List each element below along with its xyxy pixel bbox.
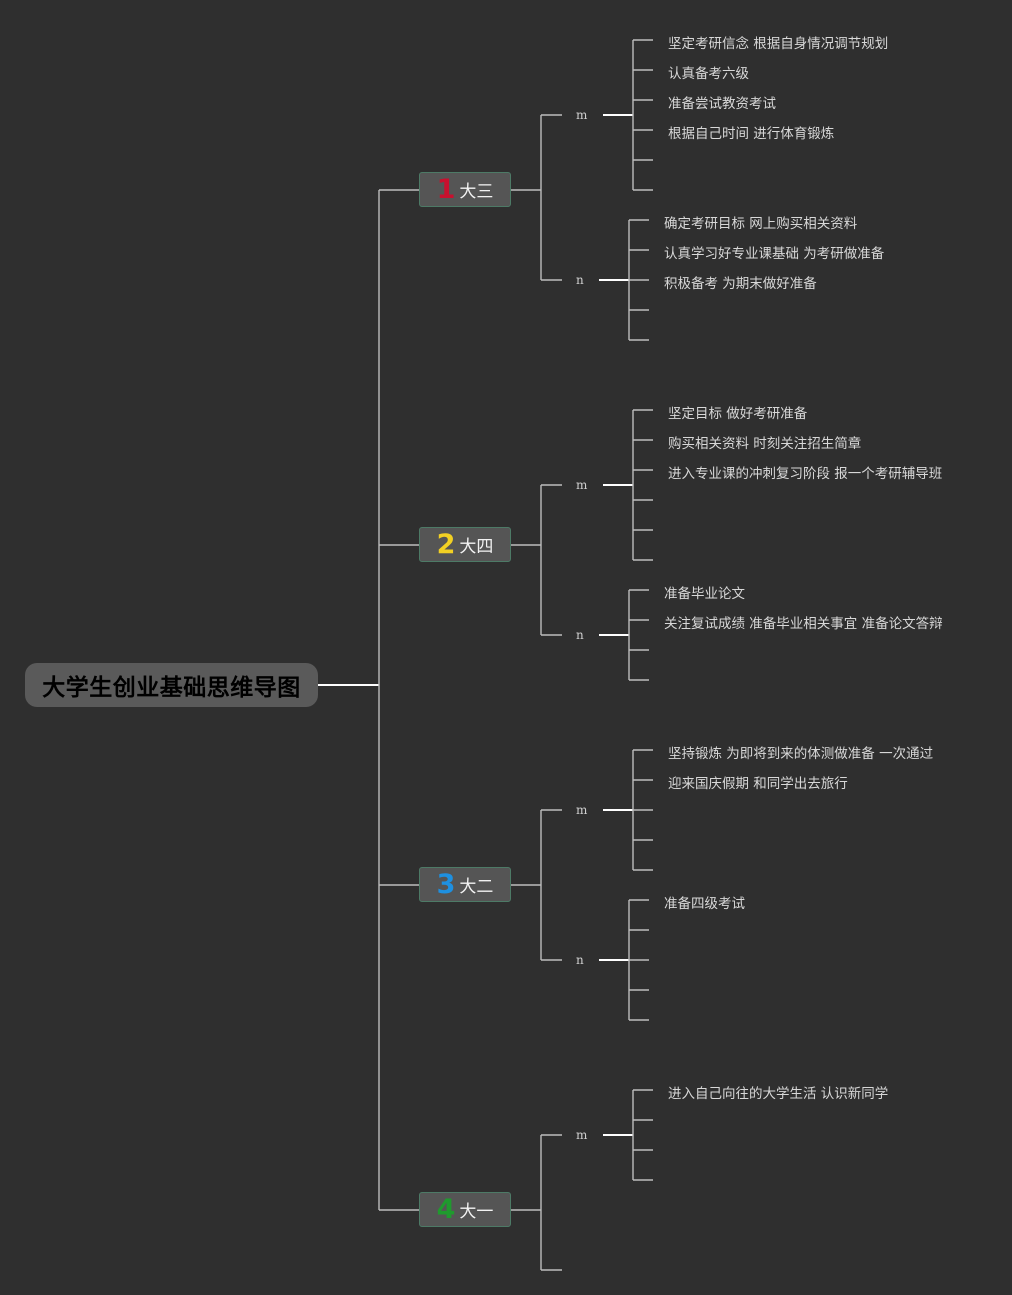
branch-label-3-m[interactable]: m (576, 803, 588, 817)
year-node-4[interactable]: 4 大一 (419, 1192, 511, 1227)
leaf-2-m-1[interactable]: 坚定目标 做好考研准备 (668, 406, 808, 422)
year-node-2[interactable]: 2 大四 (419, 527, 511, 562)
leaf-2-n-2[interactable]: 关注复试成绩 准备毕业相关事宜 准备论文答辩 (664, 616, 943, 632)
year-label-2: 大四 (459, 537, 494, 557)
year-number-4: 4 (436, 1194, 456, 1225)
root-title: 大学生创业基础思维导图 (42, 675, 301, 701)
year-label-4: 大一 (459, 1202, 494, 1222)
leaf-2-m-3[interactable]: 进入专业课的冲刺复习阶段 报一个考研辅导班 (668, 466, 943, 482)
branch-label-2-n[interactable]: n (576, 628, 584, 642)
year-label-3: 大二 (459, 877, 494, 897)
branch-label-4-m[interactable]: m (576, 1128, 588, 1142)
leaf-1-n-1[interactable]: 确定考研目标 网上购买相关资料 (664, 216, 858, 232)
leaf-1-m-4[interactable]: 根据自己时间 进行体育锻炼 (668, 126, 835, 142)
year-number-3: 3 (436, 869, 456, 900)
branch-label-1-n[interactable]: n (576, 273, 584, 287)
branch-label-2-m[interactable]: m (576, 478, 588, 492)
branch-label-1-m[interactable]: m (576, 108, 588, 122)
leaf-3-m-1[interactable]: 坚持锻炼 为即将到来的体测做准备 一次通过 (668, 746, 934, 762)
leaf-3-n-1[interactable]: 准备四级考试 (664, 896, 745, 912)
leaf-1-m-1[interactable]: 坚定考研信念 根据自身情况调节规划 (668, 36, 889, 52)
year-number-1: 1 (436, 174, 456, 205)
leaf-1-n-2[interactable]: 认真学习好专业课基础 为考研做准备 (664, 246, 885, 262)
root-node[interactable]: 大学生创业基础思维导图 (25, 663, 318, 707)
year-node-1[interactable]: 1 大三 (419, 172, 511, 207)
leaf-1-n-3[interactable]: 积极备考 为期末做好准备 (664, 276, 817, 292)
leaf-1-m-3[interactable]: 准备尝试教资考试 (668, 96, 776, 112)
leaf-2-n-1[interactable]: 准备毕业论文 (664, 586, 745, 602)
leaf-1-m-2[interactable]: 认真备考六级 (668, 66, 749, 82)
branch-label-3-n[interactable]: n (576, 953, 584, 967)
year-number-2: 2 (436, 529, 456, 560)
leaf-3-m-2[interactable]: 迎来国庆假期 和同学出去旅行 (668, 776, 848, 792)
year-label-1: 大三 (459, 182, 494, 202)
year-node-3[interactable]: 3 大二 (419, 867, 511, 902)
leaf-2-m-2[interactable]: 购买相关资料 时刻关注招生简章 (668, 436, 862, 452)
leaf-4-m-1[interactable]: 进入自己向往的大学生活 认识新同学 (668, 1086, 889, 1102)
